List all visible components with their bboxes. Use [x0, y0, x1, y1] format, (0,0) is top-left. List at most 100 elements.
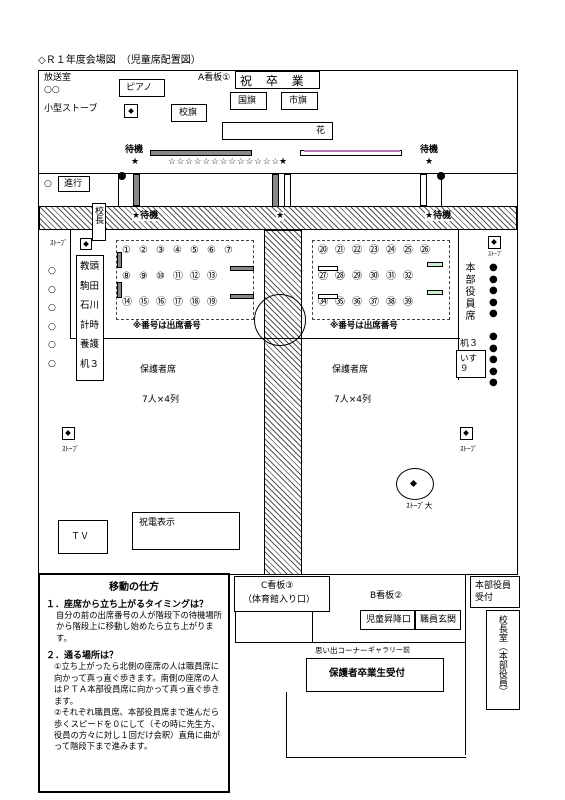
- seat-number: ⑤: [190, 245, 199, 256]
- seat-number: ③: [156, 245, 165, 256]
- national-flag-label: 国旗: [238, 96, 257, 106]
- seat-number: ②: [139, 245, 148, 256]
- guardian-right-rows: 7人×4列: [334, 395, 371, 405]
- seat-number: ⑩: [156, 271, 165, 282]
- corridor-line: [312, 612, 313, 642]
- teacher-seat-label: 机３: [80, 358, 100, 370]
- star-marker: ★: [279, 157, 288, 167]
- hq-staff-seat-label: 本部役員席: [463, 262, 474, 322]
- seat-number: ㉛: [386, 271, 396, 282]
- page-title: ◇Ｒ１年度会場図 （児童席配置図）: [38, 55, 201, 66]
- progress-box: 進行: [58, 176, 90, 192]
- seat-number: ㉚: [369, 271, 379, 282]
- seat-number: ㉙: [352, 271, 362, 282]
- tv-label: ＴＶ: [71, 532, 90, 542]
- hq-reception-label: 本部役員受付: [475, 581, 512, 603]
- broadcast-room-label: 放送室: [44, 73, 72, 83]
- telegram-label: 祝電表示: [139, 518, 176, 528]
- stars-row: ☆☆☆☆☆☆☆☆☆☆☆☆☆: [168, 157, 281, 167]
- desk3-right: 机３: [460, 339, 479, 349]
- wait-right-label: 待機: [420, 145, 439, 155]
- arrow-up: [420, 174, 427, 206]
- tv-box: ＴＶ: [58, 520, 108, 554]
- teacher-seats: 教頭駒田石川計時養護机３: [76, 255, 104, 381]
- school-flag-box: 校旗: [171, 104, 207, 122]
- student-entrance: 児童昇降口: [360, 610, 415, 630]
- teacher-seat-label: 石川: [80, 300, 100, 311]
- post-icon: [437, 172, 445, 180]
- answer-2a: ①立ち上がったら北側の座席の人は職員席に向かって真っ直ぐ歩きます。南側の座席の人…: [54, 661, 220, 706]
- seat-number: ⑰: [173, 297, 183, 308]
- star-marker: ★: [131, 157, 140, 167]
- diamond-icon: [463, 430, 469, 436]
- seat-number: ㉗: [318, 271, 328, 282]
- seat-number: ㊳: [386, 297, 396, 308]
- arrow-down: [272, 174, 279, 208]
- seat-number: ④: [173, 245, 182, 256]
- star-marker: ★: [425, 157, 434, 167]
- stove-icon: [80, 238, 92, 250]
- telegram-box: 祝電表示: [132, 512, 240, 550]
- diamond-icon: [83, 241, 89, 247]
- instructions-box: 移動の仕方 １．座席から立ち上がるタイミングは？ 自分の前の出席番号の人が階段下…: [38, 573, 230, 793]
- stove-icon: [488, 236, 501, 249]
- arrow-up: [117, 252, 122, 268]
- corridor-line: [286, 757, 466, 758]
- flowers-label: 花: [316, 126, 326, 136]
- seat-number: ①: [122, 245, 131, 256]
- seat-number: ㉒: [352, 245, 362, 256]
- wait-left-label: 待機: [125, 145, 144, 155]
- big-stove: [396, 468, 434, 500]
- star-marker: ★: [276, 211, 285, 221]
- diamond-icon: [65, 430, 71, 436]
- seat-number: ㉘: [335, 271, 345, 282]
- teacher-seat-label: 駒田: [80, 280, 100, 292]
- arrow-left: [230, 266, 254, 271]
- principal-seat: 校長: [92, 203, 106, 241]
- guardian-left-label: 保護者席: [140, 365, 177, 375]
- b-board-label: B看板②: [370, 591, 403, 601]
- flowers-box: 花: [222, 122, 333, 140]
- stove-label: ｽﾄｰﾌﾞ: [50, 239, 68, 247]
- arrow-left: [318, 294, 338, 299]
- hq-dots: ●●●●●●●●●●: [489, 262, 498, 388]
- seat-note-right: ※番号は出席番号: [330, 321, 398, 331]
- seat-number: ⑫: [190, 271, 200, 282]
- principal-room: 校長室（本部役員）: [486, 610, 520, 710]
- seat-area-line: [458, 230, 459, 380]
- seat-block-right: [312, 240, 450, 320]
- teacher-seat-label: 養護: [80, 339, 100, 350]
- seat-number: ⑲: [207, 297, 217, 308]
- diamond-icon: [491, 239, 497, 245]
- memory-corner-label: 思い出コーナー: [315, 646, 368, 655]
- seat-number: ㉕: [403, 245, 413, 256]
- circles-label: ○○: [44, 85, 60, 95]
- seat-number: ⑱: [190, 297, 200, 308]
- wait-mid-right: ★待機: [425, 211, 452, 221]
- big-stove-label: ｽﾄｰﾌﾞ大: [406, 501, 433, 510]
- seat-number: ⑦: [224, 245, 233, 256]
- seat-number: ㉞: [318, 297, 328, 308]
- stove-icon: [62, 427, 75, 440]
- post-icon: [118, 172, 126, 180]
- hq-reception-box: 本部役員受付: [470, 576, 520, 608]
- divider: [118, 173, 119, 206]
- stove-label: ｽﾄｰﾌﾞ: [460, 445, 478, 453]
- school-flag-label: 校旗: [179, 108, 198, 118]
- progress-label: 進行: [64, 179, 83, 189]
- arrow-up: [117, 282, 122, 298]
- seat-number: ㉜: [403, 271, 413, 282]
- seat-number: ㉔: [386, 245, 396, 256]
- seat-number: ⑮: [139, 297, 149, 308]
- corridor-line: [465, 575, 466, 755]
- teacher-circles: ○○○○○○: [48, 266, 56, 369]
- gallery-label: ギャラリー前: [368, 646, 410, 654]
- teacher-seat-label: 計時: [80, 319, 100, 331]
- seat-number: ㉖: [420, 245, 430, 256]
- question-2: ２．通る場所は？: [46, 651, 119, 662]
- stove-icon: [460, 427, 473, 440]
- corridor-line: [235, 642, 465, 643]
- student-entrance-label: 児童昇降口: [366, 615, 412, 625]
- corridor-line: [235, 612, 236, 642]
- c-board: C看板③ （体育館入り口）: [234, 576, 330, 612]
